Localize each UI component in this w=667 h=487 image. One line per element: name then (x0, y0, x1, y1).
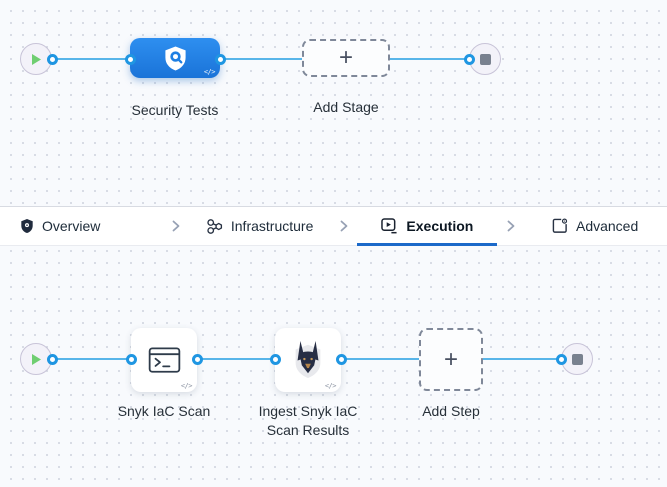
advanced-gear-icon (552, 218, 568, 234)
active-tab-underline (357, 243, 498, 246)
stage-tab-bar: Overview Infrastructure (0, 206, 667, 246)
plus-icon: + (338, 44, 353, 71)
tab-advanced-label: Advanced (575, 218, 639, 234)
security-shield-scan-icon (163, 45, 188, 72)
step-label-snyk-iac-scan: Snyk IaC Scan (117, 403, 211, 419)
stage-start-node (20, 43, 52, 75)
code-template-icon: </> (324, 382, 337, 390)
chevron-right-icon (332, 207, 356, 245)
tab-execution[interactable]: Execution (356, 207, 500, 246)
shield-icon (20, 218, 34, 234)
code-template-icon: </> (203, 68, 216, 76)
tab-overview-label: Overview (42, 218, 101, 234)
code-template-icon: </> (180, 382, 193, 390)
stop-icon (571, 353, 583, 365)
tab-infrastructure[interactable]: Infrastructure (188, 207, 332, 245)
snyk-dog-icon (289, 339, 327, 381)
snyk-scan-in-port[interactable] (126, 354, 137, 365)
play-icon (31, 353, 42, 366)
step-node-snyk-iac-scan[interactable]: </> (131, 328, 197, 392)
step-label-ingest-snyk-results: Ingest Snyk IaC Scan Results (258, 403, 358, 438)
tab-advanced[interactable]: Advanced (523, 207, 667, 245)
add-step-label: Add Step (422, 403, 480, 419)
add-step-button[interactable]: + (419, 328, 483, 391)
step-end-in-port[interactable] (556, 354, 567, 365)
ingest-step-in-port[interactable] (270, 354, 281, 365)
stage-start-out-port[interactable] (47, 54, 58, 65)
plus-icon: + (443, 345, 458, 373)
chevron-right-icon (499, 207, 523, 245)
snyk-scan-out-port[interactable] (192, 354, 203, 365)
step-node-ingest-snyk-results[interactable]: </> (275, 328, 341, 392)
tab-infrastructure-label: Infrastructure (230, 218, 314, 234)
terminal-icon (148, 346, 181, 374)
stage-end-in-port[interactable] (464, 54, 475, 65)
ingest-step-out-port[interactable] (336, 354, 347, 365)
stage-out-port[interactable] (215, 54, 226, 65)
step-start-node (20, 343, 52, 375)
stage-end-node (469, 43, 501, 75)
stop-icon (479, 53, 491, 65)
tab-overview[interactable]: Overview (0, 207, 164, 245)
stage-node-security-tests[interactable]: </> (130, 38, 220, 78)
tab-execution-label: Execution (406, 218, 474, 234)
play-icon (31, 53, 42, 66)
add-stage-button[interactable]: + (302, 39, 390, 77)
infrastructure-icon (206, 218, 223, 235)
step-start-out-port[interactable] (47, 354, 58, 365)
stage-label: Security Tests (131, 102, 219, 118)
chevron-right-icon (164, 207, 188, 245)
add-stage-label: Add Stage (313, 99, 379, 115)
stage-edge (52, 58, 469, 60)
stage-in-port[interactable] (125, 54, 136, 65)
execution-icon (381, 218, 398, 234)
